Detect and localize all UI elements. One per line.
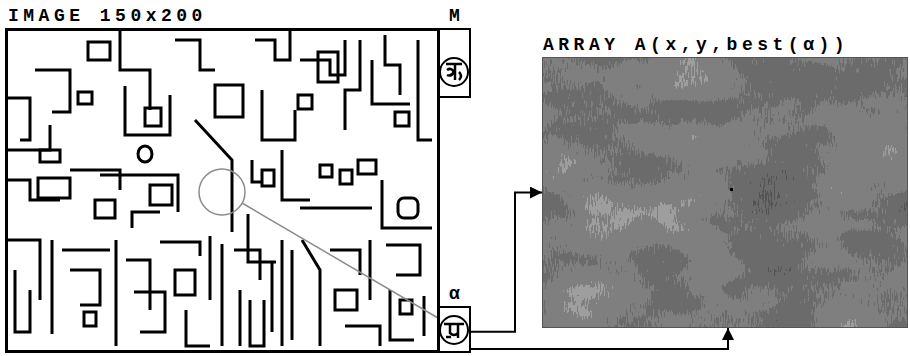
heading-text: IMAGE 150x200 (8, 6, 437, 26)
array-dot (730, 188, 733, 191)
leader-line (242, 203, 438, 318)
maze-drawing (8, 30, 432, 346)
window-circle (199, 169, 245, 215)
image-panel: IMAGE 150x200 (5, 28, 440, 353)
alpha-box: α (438, 306, 471, 353)
mask-box: M (438, 28, 471, 98)
connector-arrow (471, 193, 542, 332)
mask-icon (440, 58, 468, 86)
connector-arrow (471, 328, 728, 349)
array-panel: ARRAY A(x,y,best(α)) (542, 57, 908, 328)
heading-text: M (440, 6, 469, 26)
heading-text: α (440, 284, 469, 304)
array-texture (543, 58, 907, 327)
alpha-icon (440, 316, 468, 344)
heading-text: ARRAY A(x,y,best(α)) (543, 35, 907, 55)
